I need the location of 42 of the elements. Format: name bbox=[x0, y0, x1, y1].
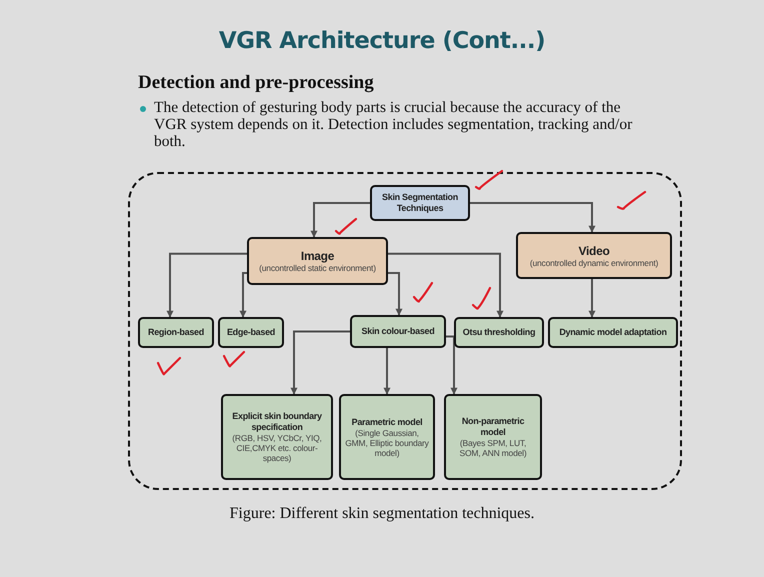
arrow bbox=[446, 335, 458, 395]
arrow bbox=[388, 252, 504, 318]
node-subtitle: (Bayes SPM, LUT, SOM, ANN model) bbox=[458, 438, 528, 458]
node-title: Edge-based bbox=[226, 327, 275, 338]
node-title: Dynamic model adaptation bbox=[559, 327, 667, 338]
process-box bbox=[218, 317, 284, 348]
bullet-text: The detection of gesturing body parts is crucial because the accuracy of the VGR system depends on it. Detection includes segmentation, tracking and/or both. bbox=[154, 99, 634, 150]
process-box bbox=[516, 232, 672, 279]
process-box bbox=[350, 315, 446, 348]
node-title: Parametric model bbox=[352, 416, 422, 428]
arrow bbox=[388, 272, 402, 316]
node-title: Otsu thresholding bbox=[462, 327, 536, 338]
arrow bbox=[384, 348, 390, 395]
process-box bbox=[339, 394, 435, 480]
node-subtitle: (Single Gaussian, GMM, Elliptic boundary model) bbox=[344, 428, 430, 458]
process-box bbox=[247, 237, 388, 285]
arrow bbox=[240, 272, 247, 318]
node-title: Skin colour-based bbox=[362, 326, 434, 337]
process-box bbox=[370, 185, 470, 221]
node-subtitle: (RGB, HSV, YCbCr, YIQ, CIE,CMYK etc. colour-spaces) bbox=[231, 433, 323, 463]
process-box bbox=[221, 394, 333, 480]
section-heading: Detection and pre-processing bbox=[138, 72, 374, 94]
node-title: Explicit skin boundary specification bbox=[231, 411, 323, 433]
node-subtitle: (uncontrolled dynamic environment) bbox=[530, 258, 658, 268]
node-subtitle: (uncontrolled static environment) bbox=[259, 263, 376, 273]
node-title: Video bbox=[578, 244, 610, 258]
node-title: Non-parametric model bbox=[460, 416, 526, 438]
arrow bbox=[290, 330, 350, 395]
process-box bbox=[548, 317, 678, 348]
process-box bbox=[454, 317, 544, 348]
node-title: Image bbox=[300, 249, 334, 263]
node-title: Region-based bbox=[148, 327, 204, 338]
figure-caption: Figure: Different skin segmentation techniques. bbox=[228, 505, 536, 523]
arrow bbox=[470, 202, 596, 233]
slide-title: VGR Architecture (Cont...) bbox=[218, 28, 546, 54]
arrow bbox=[166, 252, 247, 318]
dashed-group-frame bbox=[128, 172, 682, 490]
arrow bbox=[310, 202, 370, 238]
arrow bbox=[588, 279, 596, 318]
process-box bbox=[444, 394, 542, 480]
process-box bbox=[138, 317, 214, 348]
node-title: Skin Segmentation Techniques bbox=[381, 192, 459, 214]
